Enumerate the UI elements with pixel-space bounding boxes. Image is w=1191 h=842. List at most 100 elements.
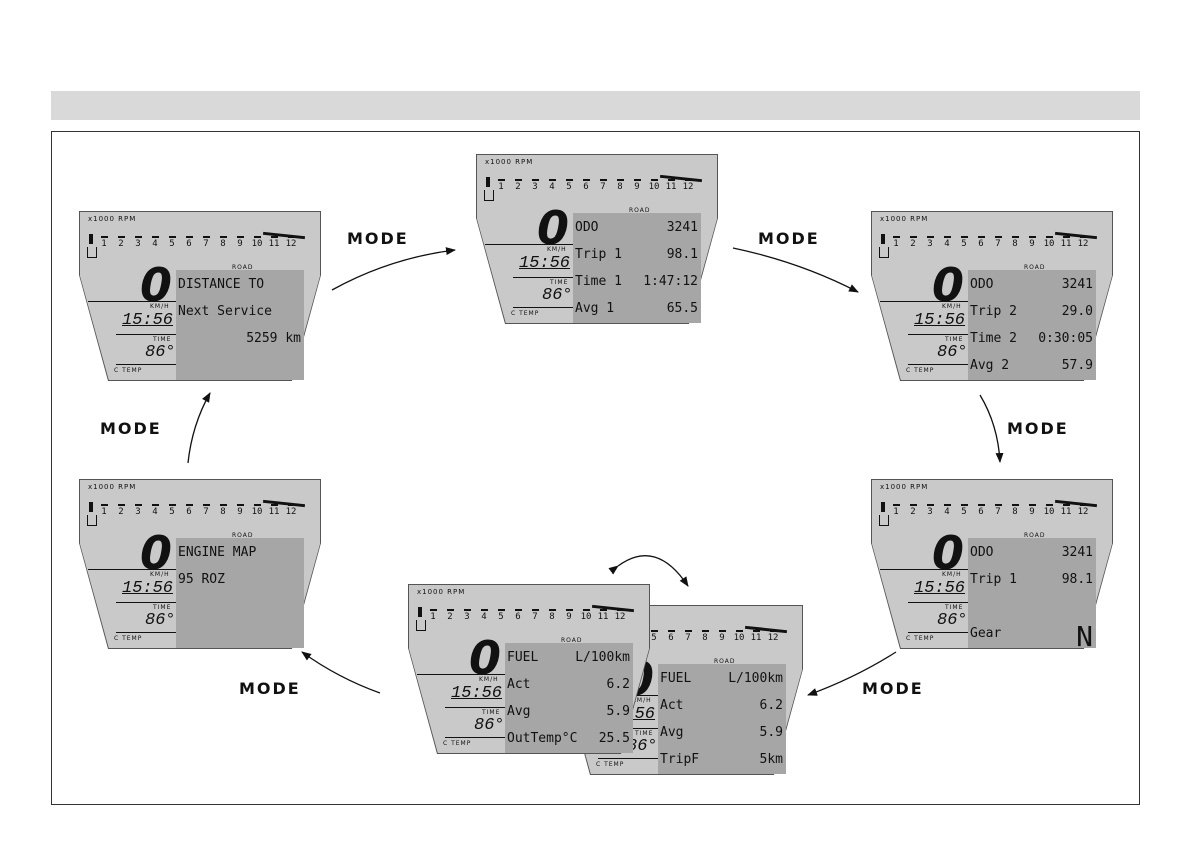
rpm-tick-label: 6: [975, 504, 987, 517]
info-display: DISTANCE TO Next Service 5259 km: [176, 270, 304, 380]
display-row: ENGINE MAP: [178, 542, 301, 564]
rpm-tick-label: 8: [1009, 504, 1021, 517]
rpm-tick-label: 6: [975, 236, 987, 249]
coolant-temp-label: C TEMP: [443, 740, 472, 747]
rpm-tick-label: 3: [132, 504, 144, 517]
display-row: 5259 km: [178, 328, 301, 350]
speed-readout: 0: [469, 631, 502, 685]
coolant-temp-readout: 86°: [937, 611, 968, 630]
display-row: ODO 3241: [970, 542, 1093, 564]
shift-light-icon: [486, 177, 490, 187]
row-value: 3241: [1061, 545, 1093, 560]
rpm-scale-label: x1000 RPM: [417, 588, 466, 596]
rpm-tick-label: 1: [890, 504, 902, 517]
diagram-frame: [51, 131, 1140, 805]
shift-light-icon: [89, 502, 93, 512]
rpm-tick-label: 6: [580, 179, 592, 192]
rpm-tick-label: 3: [529, 179, 541, 192]
row-label: TripF: [660, 752, 700, 767]
rpm-tick-label: 11: [268, 236, 280, 249]
row-value: 65.5: [666, 301, 698, 316]
rpm-tick-label: 3: [924, 504, 936, 517]
gear-indicator-icon: [879, 515, 889, 526]
row-label: Time 1: [575, 274, 622, 289]
speed-unit: KM/H: [942, 571, 962, 578]
row-value: 98.1: [666, 247, 698, 262]
rpm-tick-label: 2: [115, 504, 127, 517]
rpm-tick-label: 2: [907, 504, 919, 517]
clock-readout: 15:56: [122, 311, 174, 330]
speed-unit: KM/H: [632, 697, 652, 704]
rpm-tick-label: 9: [234, 236, 246, 249]
display-row: DISTANCE TO: [178, 274, 301, 296]
row-value: 0:30:05: [1038, 331, 1093, 346]
clock-label: TIME: [550, 279, 569, 286]
speed-readout: 0: [932, 526, 965, 580]
clock-readout: 15:56: [519, 254, 571, 273]
row-label: Avg 2: [970, 358, 1010, 373]
coolant-temp-readout: 86°: [145, 611, 176, 630]
rpm-tick-label: 7: [992, 236, 1004, 249]
clock-label: TIME: [482, 709, 501, 716]
clock-label: TIME: [945, 604, 964, 611]
coolant-temp-readout: 86°: [542, 286, 573, 305]
row-label: ODO: [970, 277, 994, 292]
row-value: 5.9: [606, 704, 630, 719]
rpm-tick-label: 1: [890, 236, 902, 249]
rpm-tick-label: 11: [1060, 236, 1072, 249]
rpm-tick-label: 8: [217, 504, 229, 517]
clock-label: TIME: [153, 604, 172, 611]
coolant-temp-readout: 86°: [627, 737, 658, 756]
rpm-tick-label: 6: [512, 609, 524, 622]
rpm-tick-label: 1: [98, 236, 110, 249]
rpm-scale-label: x1000 RPM: [88, 483, 137, 491]
coolant-temp-label: C TEMP: [596, 761, 625, 768]
clock-readout: 15:56: [451, 684, 503, 703]
mode-label-left: MODE: [100, 419, 162, 438]
row-label: Next Service: [178, 304, 272, 319]
rpm-tick-label: 7: [682, 630, 694, 643]
arrow-fuel-to-engine-map: [301, 651, 381, 694]
speed-readout: 0: [140, 258, 173, 312]
speed-readout: 0: [932, 258, 965, 312]
rpm-tick-label: 3: [461, 609, 473, 622]
mode-label-bottom-left: MODE: [239, 679, 301, 698]
rpm-tick-label: 10: [580, 609, 592, 622]
rpm-tick-label: 8: [1009, 236, 1021, 249]
row-label: ENGINE MAP: [178, 545, 257, 560]
riding-mode-label: ROAD: [561, 637, 583, 644]
row-value: 5259 km: [246, 331, 301, 346]
rpm-tick-label: 11: [268, 504, 280, 517]
rpm-scale-label: x1000 RPM: [880, 215, 929, 223]
row-value: 3241: [1061, 277, 1093, 292]
speed-unit: KM/H: [942, 303, 962, 310]
riding-mode-label: ROAD: [232, 532, 254, 539]
speed-unit: KM/H: [479, 676, 499, 683]
speed-readout: 0: [140, 526, 173, 580]
rpm-tick-label: 2: [907, 236, 919, 249]
row-value: 6.2: [606, 677, 630, 692]
rpm-tick-label: 7: [200, 504, 212, 517]
rpm-tick-label: 10: [251, 236, 263, 249]
rpm-tick-label: 9: [716, 630, 728, 643]
rpm-tick-label: 7: [992, 504, 1004, 517]
gear-indicator-icon: [87, 247, 97, 258]
arrow-engine-map-to-service: [187, 392, 211, 464]
row-label: Trip 1: [575, 247, 622, 262]
row-label: ODO: [970, 545, 994, 560]
rpm-tick-label: 10: [1043, 504, 1055, 517]
